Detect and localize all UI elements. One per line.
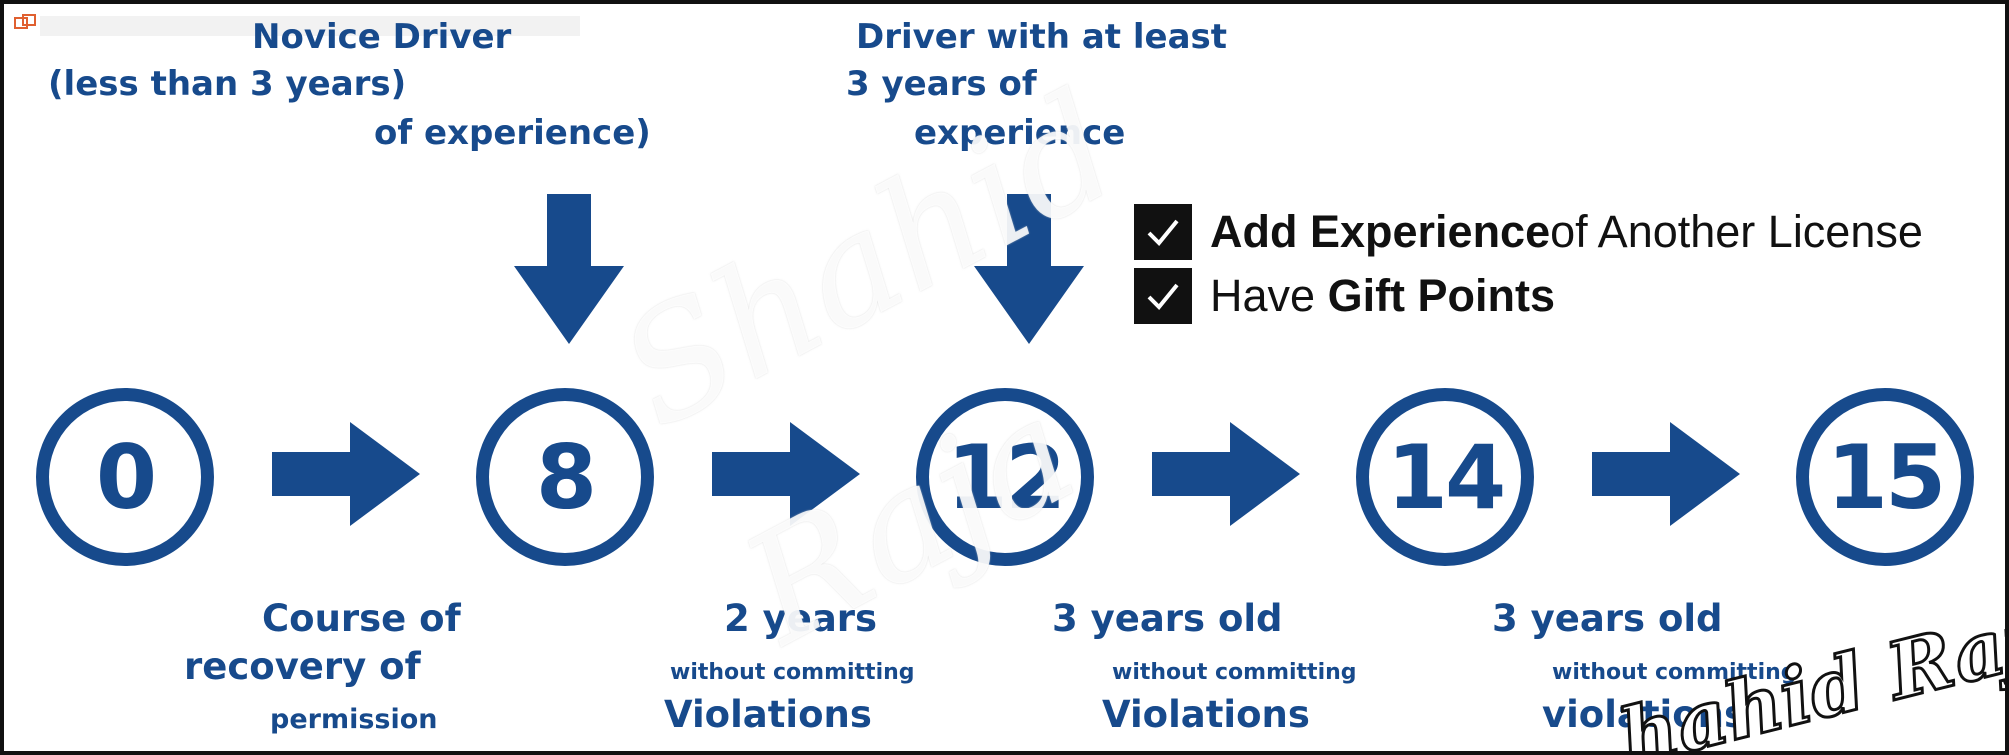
step-1-line1: Course of (262, 597, 461, 640)
checklist-bold: Add Experience (1210, 206, 1551, 257)
step-1-line2: recovery of (184, 645, 421, 688)
point-circle-8: 8 (476, 388, 654, 566)
step-2-line2: without committing (670, 660, 915, 685)
point-circle-14: 14 (1356, 388, 1534, 566)
copy-icon (14, 14, 36, 29)
point-circle-15: 15 (1796, 388, 1974, 566)
step-2-line3: Violations (664, 693, 872, 736)
novice-subtitle: (less than 3 years) (48, 64, 407, 104)
experienced-subtitle: 3 years of (846, 64, 1037, 104)
step-2-line1: 2 years (724, 597, 878, 640)
arrow-down-icon (514, 194, 624, 344)
step-1-line3: permission (270, 704, 438, 735)
check-icon (1134, 204, 1192, 260)
checklist-item-experience: Add Experience of Another License (1134, 204, 1923, 260)
novice-title: Novice Driver (252, 17, 512, 57)
step-3-line3: Violations (1102, 693, 1310, 736)
top-strip (40, 16, 580, 36)
experienced-subtitle-2: experience (914, 113, 1126, 153)
arrow-right-icon (712, 422, 860, 526)
checklist-item-gift-points: Have Gift Points (1134, 268, 1555, 324)
experienced-title: Driver with at least (856, 17, 1228, 57)
arrow-down-icon (974, 194, 1084, 344)
arrow-right-icon (1592, 422, 1740, 526)
step-4-line2: without committing (1552, 660, 1797, 685)
point-circle-0: 0 (36, 388, 214, 566)
step-3-line2: without committing (1112, 660, 1357, 685)
step-4-line1: 3 years old (1492, 597, 1723, 640)
check-icon (1134, 268, 1192, 324)
step-4-line3: violations (1542, 693, 1747, 736)
checklist-text: of Another License (1550, 206, 1923, 257)
novice-subtitle-2: of experience) (374, 113, 651, 153)
arrow-right-icon (1152, 422, 1300, 526)
checklist-bold: Gift Points (1327, 270, 1556, 321)
arrow-right-icon (272, 422, 420, 526)
checklist-text: Have (1210, 270, 1328, 321)
step-3-line1: 3 years old (1052, 597, 1283, 640)
point-circle-12: 12 (916, 388, 1094, 566)
